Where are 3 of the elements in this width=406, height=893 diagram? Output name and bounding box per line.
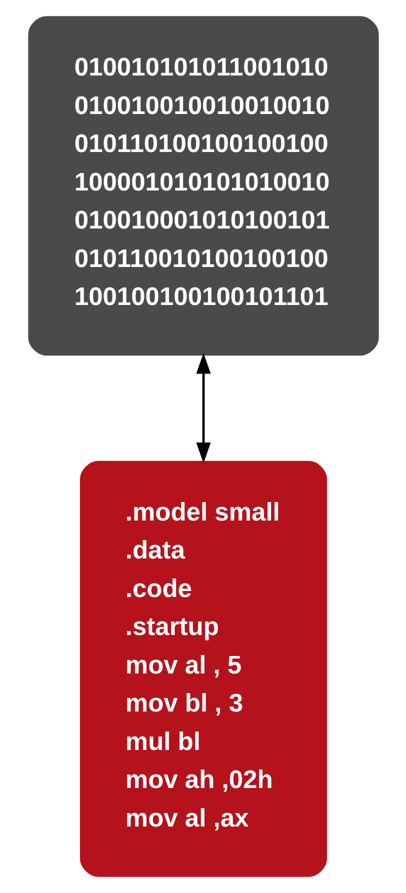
node-box: 010010101011001010 010010010010010010 010110100100100100 100001010101010010 010010001010100101 010110010100100100 100100100100101101 — [26, 14, 380, 358]
arrow — [196, 353, 210, 464]
node-box: .model small .data .code .startup mov al , 5 mov bl , 3 mul bl mov ah ,02h mov al ,ax — [78, 459, 328, 878]
